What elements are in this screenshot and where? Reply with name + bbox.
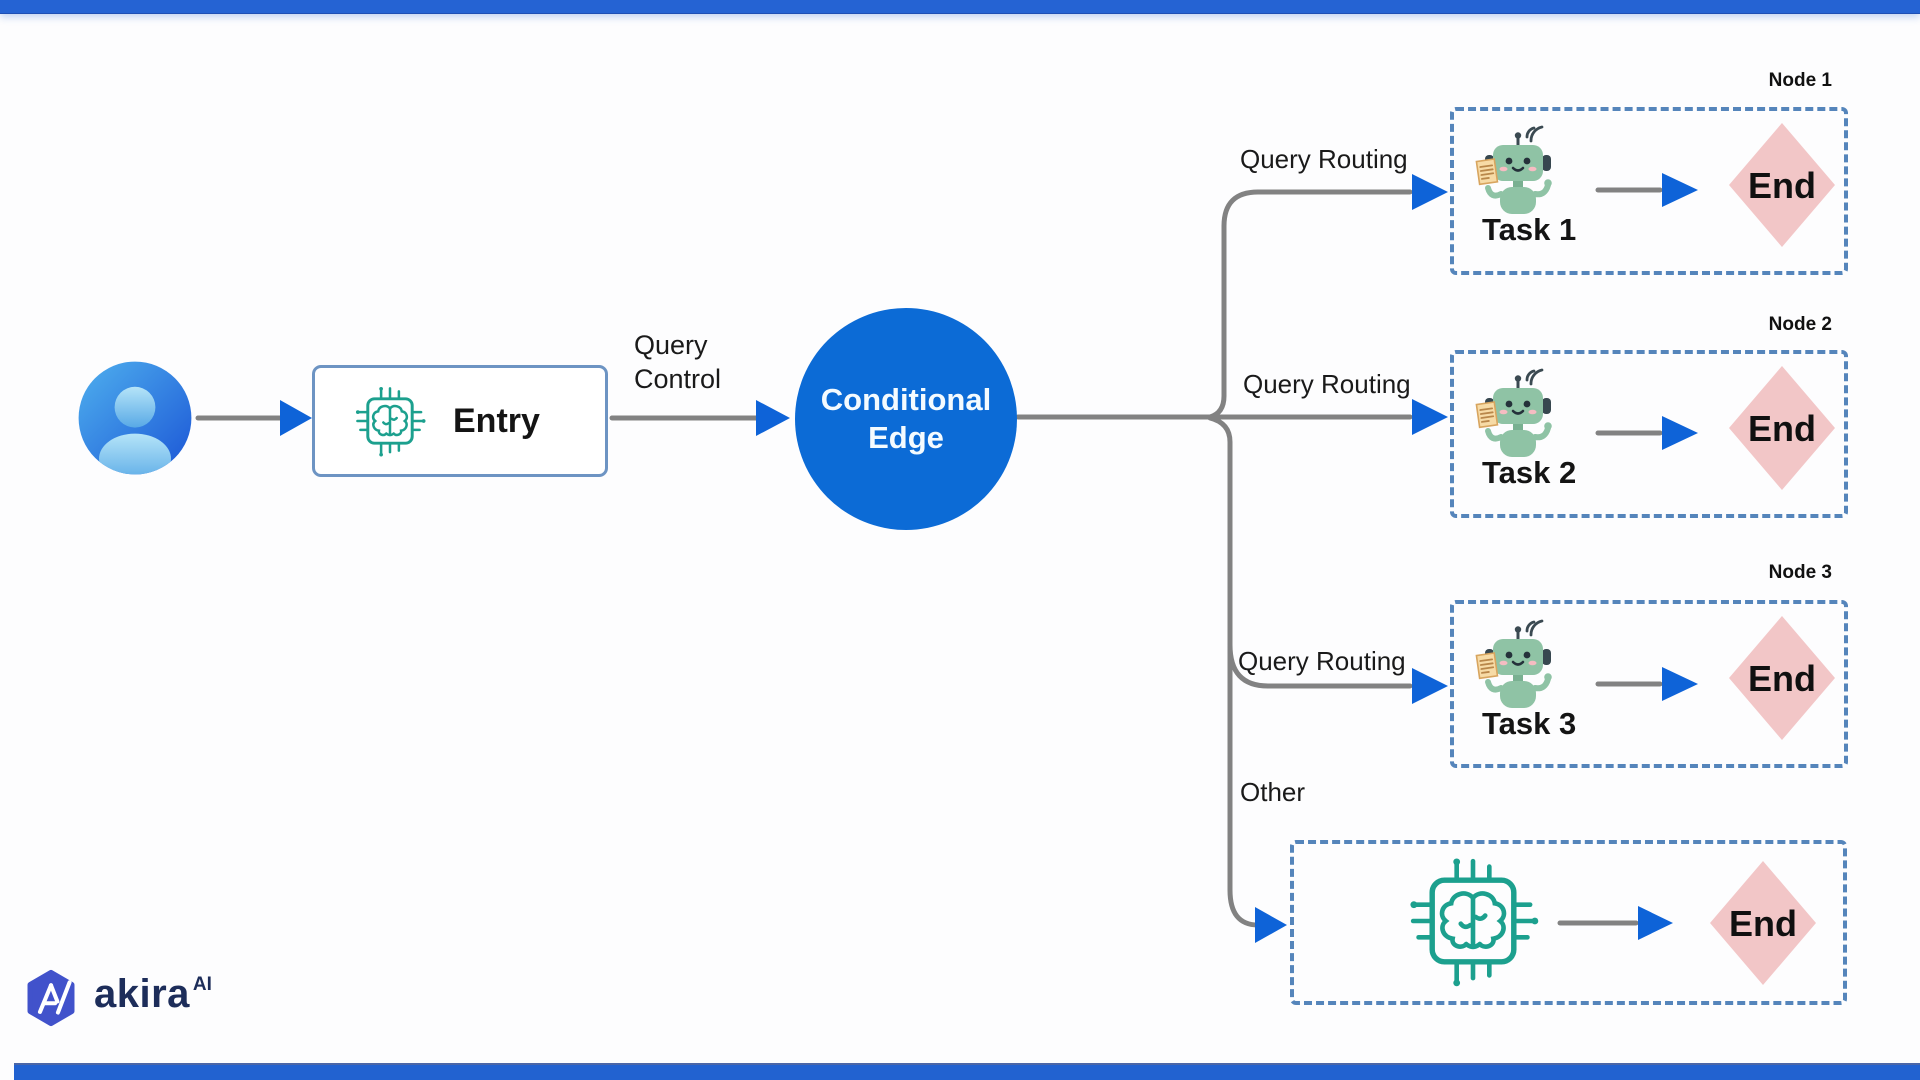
arrowhead-into-other bbox=[1255, 907, 1287, 943]
task1-label: Task 1 bbox=[1482, 212, 1577, 247]
top-accent-bar bbox=[0, 0, 1920, 14]
chip-brain-icon bbox=[353, 384, 427, 458]
entry-node-label: Entry bbox=[453, 401, 540, 440]
brand-name: akira bbox=[94, 972, 190, 1016]
node1-box bbox=[1450, 107, 1848, 275]
brand-superscript: AI bbox=[192, 974, 212, 995]
end-label-3: End bbox=[1748, 658, 1816, 699]
robot-agent-icon bbox=[1468, 124, 1568, 224]
end-label-other: End bbox=[1729, 903, 1797, 944]
entry-node: Entry bbox=[312, 365, 608, 477]
arrowhead-into-conditional bbox=[756, 400, 790, 436]
robot-agent-icon bbox=[1468, 618, 1568, 718]
edge-label-query-routing-3: Query Routing bbox=[1238, 646, 1406, 676]
node3-box bbox=[1450, 600, 1848, 768]
arrowhead-into-task3 bbox=[1412, 668, 1448, 704]
brand-logo: akira AI bbox=[22, 966, 212, 1030]
arrowhead-into-entry bbox=[280, 400, 312, 436]
robot-agent-icon bbox=[1468, 367, 1568, 467]
other-node-box bbox=[1290, 840, 1847, 1005]
node1-title: Node 1 bbox=[1768, 70, 1832, 91]
conditional-edge-node: Conditional Edge bbox=[795, 308, 1017, 530]
end-label-2: End bbox=[1748, 408, 1816, 449]
edge-label-query-routing-2: Query Routing bbox=[1243, 369, 1411, 399]
end-label-1: End bbox=[1748, 165, 1816, 206]
node2-box bbox=[1450, 350, 1848, 518]
node3-title: Node 3 bbox=[1768, 562, 1832, 583]
task2-label: Task 2 bbox=[1482, 455, 1577, 490]
user-avatar-icon bbox=[75, 358, 195, 478]
edge-label-other: Other bbox=[1240, 777, 1306, 807]
edge-label-query-control: Query Control bbox=[634, 330, 722, 394]
akira-hexagon-icon bbox=[22, 966, 80, 1030]
arrowhead-into-task2 bbox=[1412, 399, 1448, 435]
task3-label: Task 3 bbox=[1482, 706, 1577, 741]
bottom-accent-bar bbox=[14, 1063, 1920, 1080]
conditional-edge-label: Conditional Edge bbox=[820, 382, 992, 455]
edge-label-query-routing-1: Query Routing bbox=[1240, 144, 1408, 174]
arrowhead-into-task1 bbox=[1412, 174, 1448, 210]
chip-brain-icon bbox=[1405, 853, 1541, 989]
node2-title: Node 2 bbox=[1768, 314, 1832, 335]
